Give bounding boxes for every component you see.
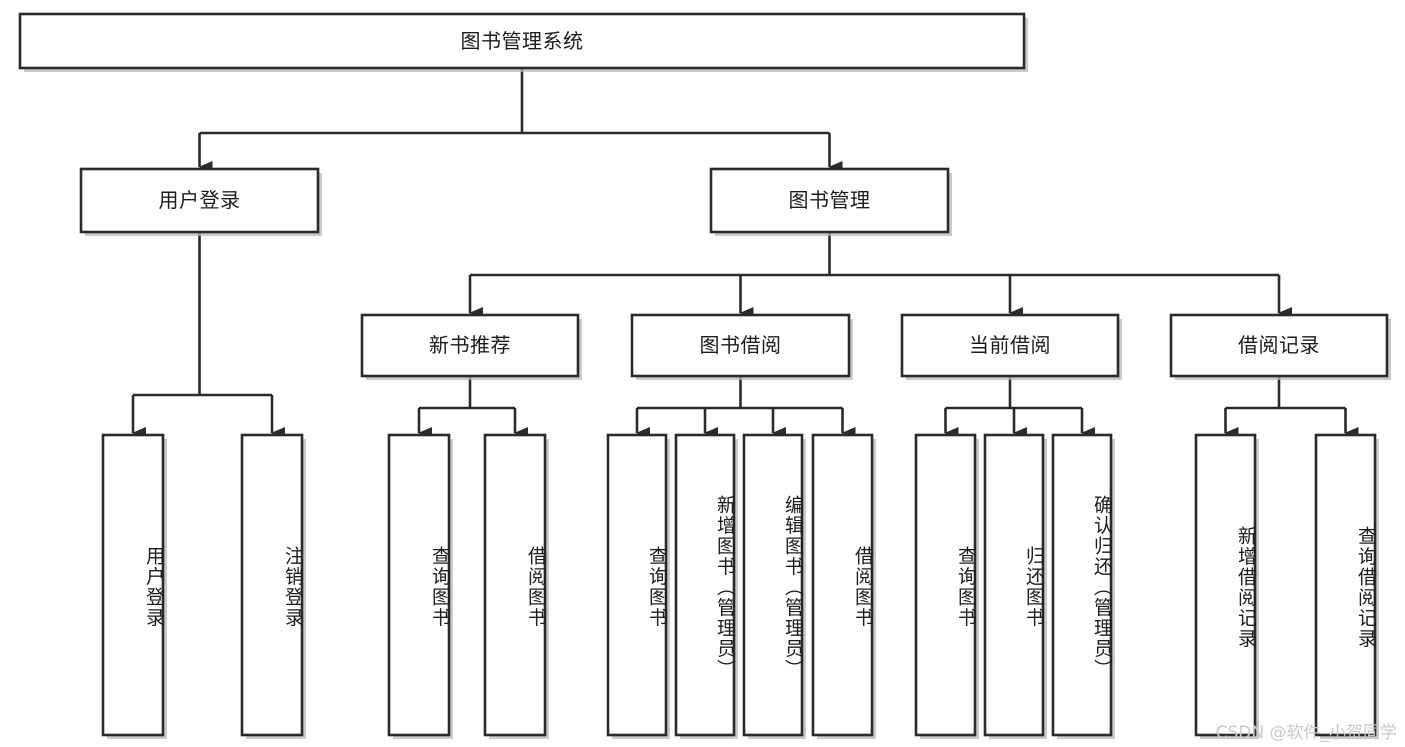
node-root[interactable]: [18, 12, 1026, 70]
node-level2-1[interactable]: [709, 167, 950, 234]
node-leaf-11[interactable]: [1194, 433, 1257, 737]
node-leaf-12[interactable]: [1314, 433, 1377, 737]
node-leaf-10[interactable]: [1051, 433, 1113, 737]
node-level3-1[interactable]: [630, 313, 851, 378]
node-boxes: [18, 12, 1391, 739]
node-level3-3[interactable]: [1169, 313, 1389, 378]
node-leaf-1[interactable]: [240, 433, 304, 737]
node-level3-2[interactable]: [900, 313, 1120, 378]
node-leaf-5[interactable]: [674, 433, 736, 737]
node-leaf-6[interactable]: [742, 433, 804, 737]
connector-lines: [131, 68, 1359, 439]
node-leaf-0[interactable]: [101, 433, 165, 737]
node-leaf-4[interactable]: [606, 433, 668, 737]
node-leaf-8[interactable]: [914, 433, 977, 737]
node-leaf-2[interactable]: [387, 433, 451, 737]
node-level2-0[interactable]: [79, 167, 320, 234]
node-leaf-3[interactable]: [483, 433, 547, 737]
node-leaf-9[interactable]: [983, 433, 1045, 737]
node-leaf-7[interactable]: [811, 433, 874, 737]
node-level3-0[interactable]: [360, 313, 580, 378]
